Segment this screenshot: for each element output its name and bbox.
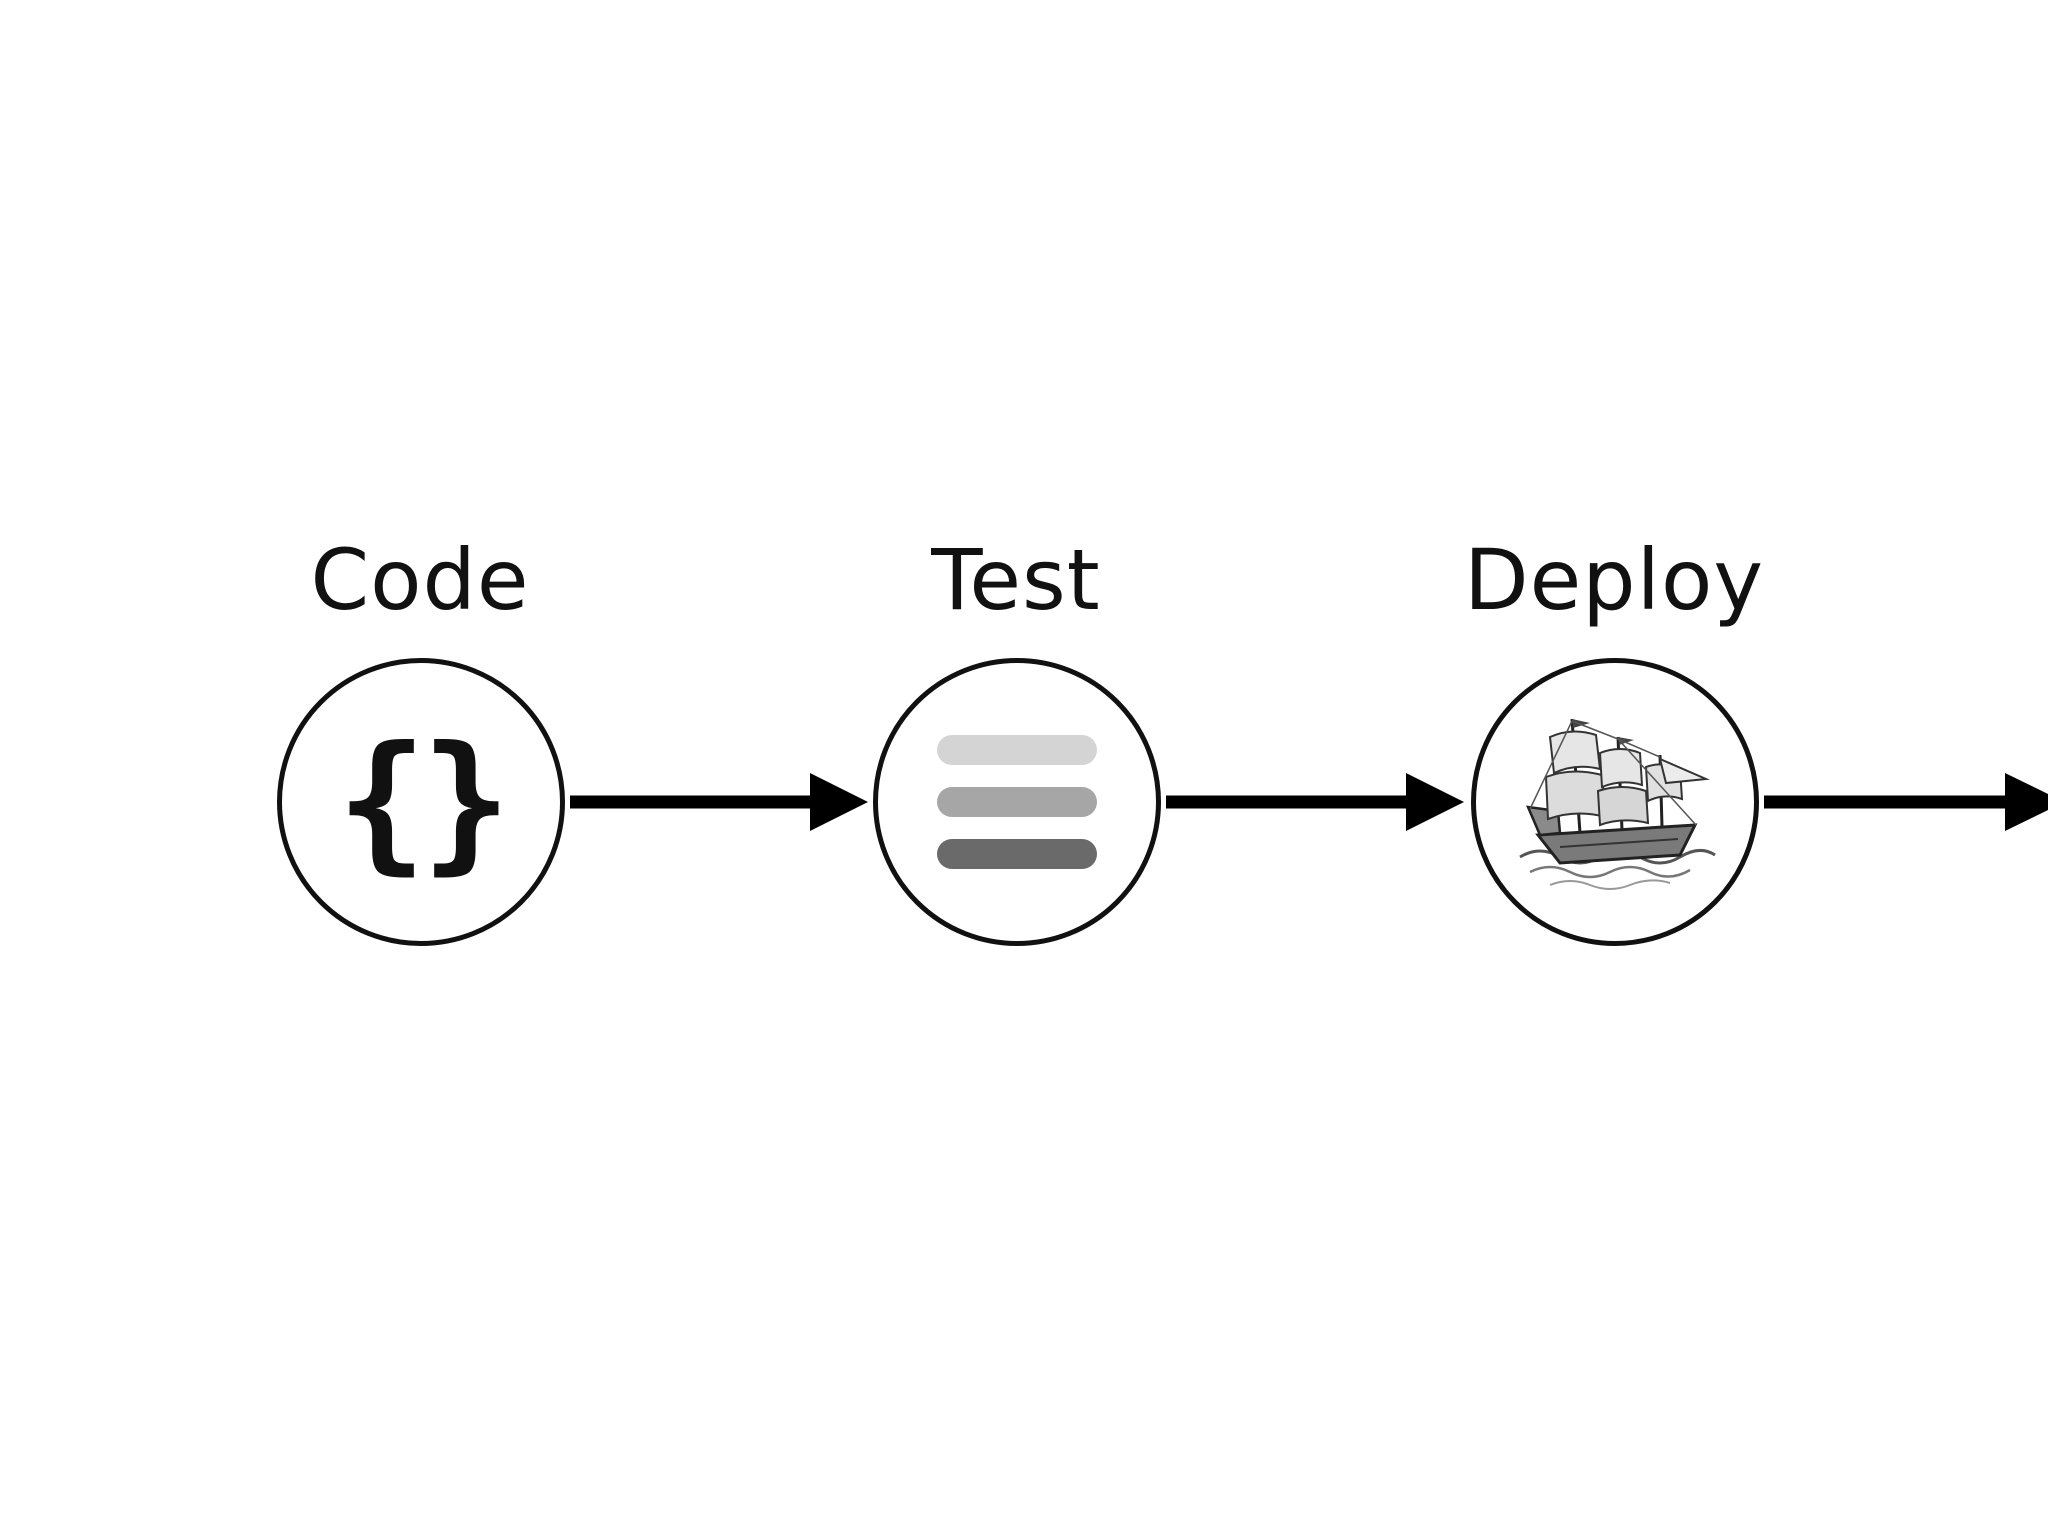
stage-label-test: Test xyxy=(931,531,1101,629)
stage-node-test xyxy=(873,658,1161,946)
stage-node-deploy xyxy=(1471,658,1759,946)
arrow-deploy-onward xyxy=(1764,773,2048,831)
bar-dark xyxy=(937,839,1097,869)
stage-label-deploy: Deploy xyxy=(1463,531,1765,629)
sailing-ship-icon xyxy=(1519,718,1716,890)
bar-mid xyxy=(937,787,1097,817)
stage-label-code: Code xyxy=(310,531,530,629)
stage-node-code: {} xyxy=(277,658,565,946)
stacked-bars-icon xyxy=(937,735,1097,869)
arrow-test-to-deploy xyxy=(1166,773,1464,831)
bar-light xyxy=(937,735,1097,765)
code-braces-icon: {} xyxy=(336,715,512,889)
arrow-code-to-test xyxy=(570,773,868,831)
